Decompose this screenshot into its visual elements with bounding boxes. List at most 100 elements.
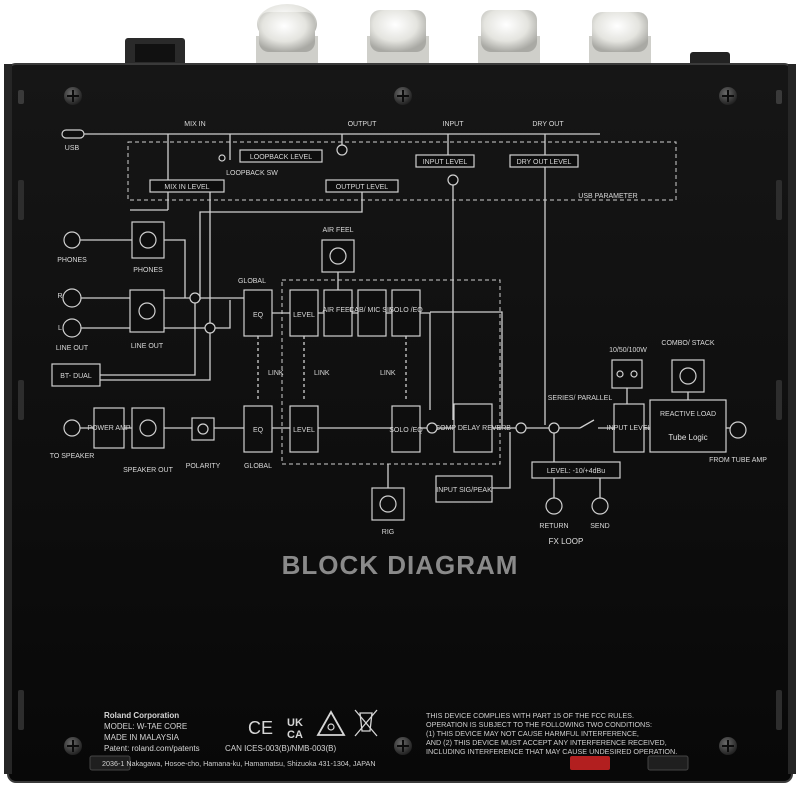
mix-in-level-label: MIX IN LEVEL (164, 184, 209, 191)
loopback-sw-label: LOOPBACK SW (226, 170, 278, 177)
black-jack (647, 755, 689, 771)
bt-dual-wire (100, 303, 211, 381)
fcc-line-1: THIS DEVICE COMPLIES WITH PART 15 OF THE… (426, 711, 634, 720)
panel-left-edge (4, 64, 12, 774)
knob-3 (478, 10, 540, 68)
input-label: INPUT (443, 121, 465, 128)
block-diagram: USB MIX IN OUTPUT INPUT DRY OUT USB PARA… (50, 121, 768, 580)
connector-port (135, 44, 175, 62)
loopback-level-box (239, 149, 323, 163)
eq-bottom-label: EQ (253, 427, 264, 434)
eq-top-label: EQ (253, 312, 264, 319)
polarity-label: POLARITY (186, 463, 221, 470)
rig-wires (387, 432, 511, 489)
send-label: SEND (590, 523, 609, 530)
patents-text: Patent: roland.com/patents (104, 744, 200, 753)
output-label: OUTPUT (348, 121, 378, 128)
solo-eq-bottom-label: SOLO /EQ (389, 427, 423, 434)
level-range-box (531, 461, 621, 479)
fx-mix-node (426, 422, 438, 434)
diagram-title: BLOCK DIAGRAM (282, 550, 519, 580)
input-sig-peak-box (435, 475, 493, 503)
solo-eq-top-label: SOLO /EQ (389, 307, 423, 314)
link-3-label: LINK (380, 370, 396, 377)
phones-jack-label: PHONES (57, 257, 87, 264)
phones-knob-icon (139, 231, 157, 249)
panel-right-edge (788, 64, 796, 774)
input-sig-peak-label: INPUT SIG/PEAK (436, 487, 492, 494)
loopback-level-label: LOOPBACK LEVEL (250, 154, 312, 161)
output-level-label: OUTPUT LEVEL (336, 184, 388, 191)
mix-node-l (204, 322, 216, 334)
usb-bus-wire (84, 133, 600, 210)
red-jack (570, 756, 610, 770)
r-label: R (57, 293, 62, 300)
right-chain-wires (579, 388, 730, 429)
watts-label: 10/50/100W (609, 347, 647, 354)
level-bottom-label: LEVEL (293, 427, 315, 434)
combo-stack-knob-icon (679, 367, 697, 385)
dry-out-level-box (509, 154, 579, 168)
ces-nmb-text: CAN ICES-003(B)/NMB-003(B) (225, 744, 336, 753)
to-speaker-jack (63, 419, 81, 437)
ukca-mark-bottom: CA (287, 729, 303, 741)
cab-mic-sim-label: CAB/ MIC SIM (349, 307, 395, 314)
from-tube-amp-jack (729, 421, 747, 439)
usb-port-icon (61, 129, 85, 139)
return-label: RETURN (539, 523, 568, 530)
input-level-bottom-label: INPUT LEVEL (607, 425, 652, 432)
input-level-box (415, 154, 475, 168)
polarity-icon (197, 423, 209, 435)
comp-delay-reverb-box (453, 403, 493, 453)
fx-return-jack (545, 497, 563, 515)
link-2-label: LINK (314, 370, 330, 377)
bt-dual-label: BT- DUAL (60, 373, 92, 380)
line-out-knob-label: LINE OUT (131, 343, 164, 350)
line-out-l-jack (62, 318, 82, 338)
knob-2 (367, 10, 429, 68)
top-knobs (125, 4, 730, 72)
to-speaker-label: TO SPEAKER (50, 453, 95, 460)
line-out-r-jack (62, 288, 82, 308)
level-top-label: LEVEL (293, 312, 315, 319)
mix-node-r (189, 292, 201, 304)
tube-logic-label: Tube Logic (668, 433, 707, 442)
phones-jack (63, 231, 81, 249)
fx-send-jack (591, 497, 609, 515)
amp-model-region (281, 279, 501, 465)
bottom-jack (89, 755, 131, 771)
dry-out-level-label: DRY OUT LEVEL (517, 159, 572, 166)
comp-delay-reverb-label: COMP DELAY REVERB (435, 425, 511, 432)
air-feel-knob-icon (329, 247, 347, 265)
panel-screws (18, 87, 782, 755)
fx-loop-wires (553, 433, 601, 498)
fcc-line-3: (1) THIS DEVICE MAY NOT CAUSE HARMFUL IN… (426, 729, 639, 738)
label-block: Roland Corporation MODEL: W-TAE CORE MAD… (102, 709, 677, 768)
line-out-jack-label: LINE OUT (56, 345, 89, 352)
mix-in-label: MIX IN (184, 121, 205, 128)
air-feel-box-label: AIR FEEL (322, 307, 353, 314)
level-bottom-box (289, 405, 319, 453)
knob-1 (256, 4, 318, 68)
link-dashes (257, 336, 407, 400)
weee-bin-icon (354, 709, 378, 737)
fcc-line-2: OPERATION IS SUBJECT TO THE FOLLOWING TW… (426, 720, 652, 729)
link-1-label: LINK (268, 370, 284, 377)
ukca-mark-top: UK (287, 717, 303, 729)
power-amp-label: POWER AMP (87, 425, 131, 432)
top-chain-wires (272, 272, 431, 410)
global-eq-bottom-box (243, 405, 273, 453)
ce-mark: CE (248, 718, 273, 738)
level-feed-wire (430, 311, 503, 428)
speaker-out-label: SPEAKER OUT (123, 467, 174, 474)
phones-wire (80, 239, 186, 298)
level-top-box (289, 289, 319, 337)
from-tube-amp-label: FROM TUBE AMP (709, 457, 767, 464)
reactive-load-box (649, 399, 727, 453)
series-parallel-label: SERIES/ PARALLEL (548, 395, 613, 402)
global-bottom-label: GLOBAL (244, 463, 272, 470)
air-feel-knob-label: AIR FEEL (322, 227, 353, 234)
reactive-load-label: REACTIVE LOAD (660, 411, 716, 418)
input-level-bottom-box (613, 403, 645, 453)
